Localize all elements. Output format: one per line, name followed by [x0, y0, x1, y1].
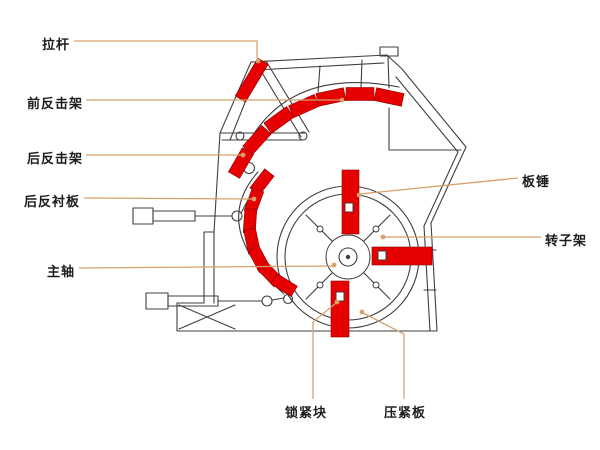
blow-bars — [330, 169, 433, 338]
rotor-bolt — [316, 281, 324, 289]
leader-rear-liner-plate — [83, 197, 254, 200]
upper-cylinder-barrel — [152, 210, 196, 222]
blow-bar-right — [371, 246, 433, 266]
liner-plate — [373, 87, 405, 107]
panel-lines — [388, 107, 462, 151]
label-pressing-plate: 压紧板 — [384, 405, 427, 420]
leader-main-shaft — [78, 265, 334, 269]
rear-impact-liner-plates — [242, 168, 298, 297]
machine-housing — [132, 46, 467, 332]
upper-cylinder-link — [240, 199, 249, 214]
liner-plate — [270, 273, 298, 297]
lower-cylinder-pivot — [261, 295, 273, 307]
label-lock-block: 锁紧块 — [285, 405, 328, 420]
front-impact-liner-plates — [227, 87, 405, 179]
lock-block-part — [335, 291, 345, 302]
label-blow-bar: 板锤 — [522, 174, 551, 189]
leader-blow-bar — [359, 177, 519, 195]
liner-plate — [288, 93, 320, 119]
blow-bar-top — [341, 169, 360, 235]
label-main-shaft: 主轴 — [47, 264, 76, 279]
label-front-impact-frame: 前反击架 — [27, 96, 84, 111]
pressing-plate-part — [344, 202, 354, 213]
rotor-bolt — [316, 225, 324, 233]
upper-cylinder-body — [132, 207, 154, 225]
tie-rod-shaft — [257, 60, 310, 138]
tie-rod-part — [234, 57, 269, 103]
rotor-spokes — [305, 214, 391, 300]
leader-lines — [74, 40, 541, 399]
label-rotor-frame: 转子架 — [545, 233, 588, 248]
liner-plate — [315, 87, 347, 107]
liner-plate — [345, 87, 375, 101]
rotor-bolt — [372, 281, 380, 289]
label-rear-impact-frame: 后反击架 — [27, 151, 84, 166]
upper-cylinder-pivot — [231, 210, 243, 222]
label-tie-rod: 拉杆 — [42, 37, 71, 52]
member-pivot-left — [235, 131, 245, 141]
lower-cylinder-link — [271, 297, 285, 301]
leader-tie-rod — [74, 40, 258, 58]
rotor-bolt — [372, 225, 380, 233]
rotor-hub — [316, 225, 380, 289]
liner-plate — [263, 106, 295, 134]
base-braces — [178, 304, 236, 330]
leader-lock-block — [312, 302, 337, 399]
leader-pressing-plate — [362, 312, 405, 399]
label-rear-liner-plate: 后反衬板 — [24, 194, 81, 209]
right-wall-inner — [395, 76, 459, 332]
pressing-plate-part — [377, 250, 387, 261]
lower-cylinder-barrel — [167, 295, 219, 307]
blow-bar-bottom — [330, 280, 350, 338]
roof-hangers — [317, 55, 390, 93]
member-pivot-right — [298, 131, 308, 141]
liner-plate — [227, 147, 255, 179]
roof-block — [379, 46, 399, 57]
lower-cylinder-body — [145, 292, 169, 310]
